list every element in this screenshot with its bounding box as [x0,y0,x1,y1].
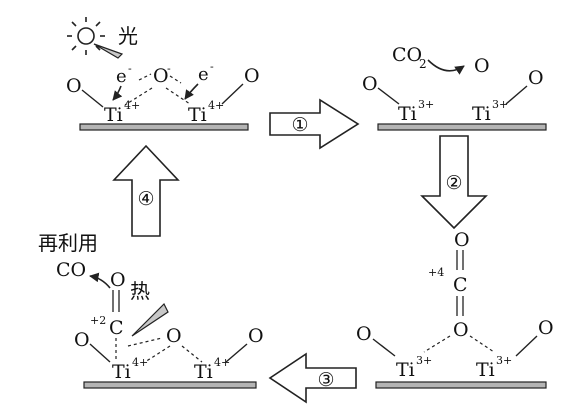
step-arrow-3: ③ [268,352,357,404]
reuse-label: 再利用 [38,231,98,255]
ti-charge-left: 4+ [124,99,140,112]
light-beam [93,43,124,59]
oxygen-right: O [528,67,544,89]
catalyst-surface [377,123,547,131]
step-arrow-1: ① [269,98,360,150]
ti-atom-left: Ti [398,103,417,125]
electron-charge-right: - [210,60,214,73]
released-oxygen: O [474,55,490,77]
catalyst-surface [83,381,257,389]
ti-charge-right: 3+ [496,354,512,367]
electron-label-left: e [116,66,127,87]
co-oxygen: O [110,269,126,291]
ti-atom-right: Ti [188,104,207,126]
electron-charge-left: - [128,62,132,75]
ti-charge-left: 3+ [418,98,434,111]
ti-atom-right: Ti [194,361,213,383]
co2-top-oxygen: O [454,229,470,251]
co-label: CO [56,259,86,281]
step-label-2: ② [445,172,462,194]
co-carbon: C [109,317,124,339]
carbon-oxidation-state: +2 [90,314,106,327]
light-label: 光 [118,24,138,48]
ti-atom-left: Ti [104,104,123,126]
ti-charge-left: 4+ [132,356,148,369]
bridging-oxygen: O [153,65,169,87]
co-release-arrow [89,272,111,289]
step-label-1: ① [291,114,308,136]
co2-label: CO [392,44,422,66]
oxygen-right: O [248,325,264,347]
ti-charge-left: 3+ [416,354,432,367]
co2-carbon: C [453,274,468,296]
panel-co2-adsorbed: O +4 C O O O Ti 3+ Ti 3+ [356,229,554,389]
sun-icon [67,17,105,55]
oxygen-left: O [356,323,372,345]
ti-charge-right: 4+ [214,356,230,369]
bridging-oxygen: O [166,325,182,347]
heat-label: 热 [130,279,150,303]
panel-co-release: 再利用 CO O 热 +2 C O O O Ti 4+ Ti 4+ [38,231,264,389]
step-arrow-4: ④ [112,144,180,237]
heat-flame [131,302,169,337]
electron-arrow-left [112,85,123,101]
oxygen-right: O [244,65,260,87]
step-arrow-2: ② [420,135,488,230]
oxygen-left: O [362,73,378,95]
bridging-oxygen-charge: - [167,62,171,75]
electron-arrow-right [184,83,199,100]
ti-atom-left: Ti [396,359,415,381]
panel-initial-state: 光 e - e - O - O O Ti 4+ Ti 4+ [66,17,260,131]
carbon-oxidation-state: +4 [428,266,444,279]
ti-charge-right: 4+ [208,99,224,112]
ti-charge-right: 3+ [492,98,508,111]
ti-atom-right: Ti [472,103,491,125]
oxygen-left: O [74,329,90,351]
oxygen-right: O [538,317,554,339]
ti-atom-right: Ti [476,359,495,381]
step-label-4: ④ [137,188,154,210]
ti-atom-left: Ti [112,361,131,383]
co2-subscript: 2 [419,57,427,71]
step-label-3: ③ [317,369,334,391]
catalyst-surface [375,381,547,389]
co2-bottom-oxygen: O [453,319,469,341]
deoxygenation-arrow [427,59,465,75]
panel-oxygen-vacancy: CO 2 O O O Ti 3+ Ti 3+ [362,44,547,131]
catalyst-surface [79,123,249,131]
electron-label-right: e [198,64,209,85]
oxygen-left: O [66,75,82,97]
